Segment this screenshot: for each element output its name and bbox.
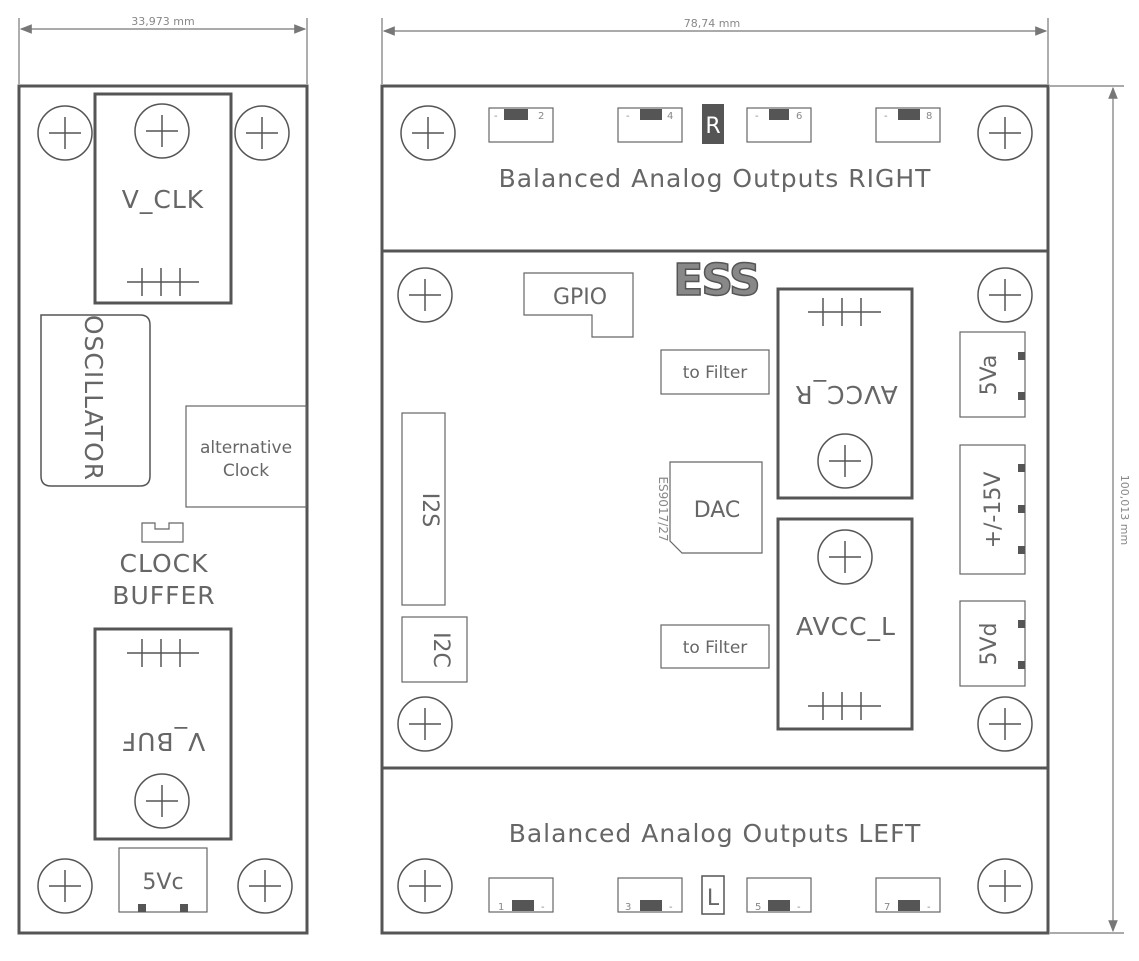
top-outputs-label: Balanced Analog Outputs RIGHT bbox=[499, 164, 932, 193]
output-connector-5: 5 - bbox=[746, 877, 812, 913]
v-buf-label: V_BUF bbox=[121, 727, 205, 756]
avcc-r-label: AVCC_R bbox=[794, 380, 897, 409]
output-connector-8: - 8 bbox=[875, 107, 941, 143]
v-clk-regulator: V_CLK bbox=[93, 92, 233, 305]
mount-hole bbox=[237, 858, 293, 914]
bottom-outputs-label: Balanced Analog Outputs LEFT bbox=[509, 819, 922, 848]
oscillator: OSCILLATOR bbox=[40, 314, 151, 487]
five-vd-connector: 5Vd bbox=[959, 600, 1026, 687]
mount-hole bbox=[400, 105, 456, 161]
dimension-right-width-label: 78,74 mm bbox=[684, 17, 740, 30]
svg-text:2: 2 bbox=[538, 111, 544, 122]
svg-text:-: - bbox=[927, 902, 931, 913]
avcc-r-regulator: AVCC_R bbox=[776, 287, 914, 500]
svg-text:-: - bbox=[797, 902, 801, 913]
alternative-clock-line1: alternative bbox=[200, 438, 292, 458]
svg-text:-: - bbox=[755, 111, 759, 122]
alternative-clock: alternative Clock bbox=[185, 405, 307, 508]
dac-part-label: ES9017/27 bbox=[656, 476, 670, 541]
to-filter-bottom: to Filter bbox=[660, 624, 770, 669]
svg-text:-: - bbox=[884, 111, 888, 122]
svg-text:-: - bbox=[494, 111, 498, 122]
output-connector-1: 1 - bbox=[488, 877, 554, 913]
i2c-label: I2C bbox=[428, 632, 453, 668]
svg-text:1: 1 bbox=[498, 902, 504, 913]
alternative-clock-line2: Clock bbox=[223, 461, 269, 481]
output-connector-6: - 6 bbox=[746, 107, 812, 143]
r-marker: R bbox=[702, 104, 724, 144]
clock-buffer-line1: CLOCK bbox=[119, 549, 208, 578]
mount-hole bbox=[977, 696, 1033, 752]
svg-text:4: 4 bbox=[667, 111, 673, 122]
svg-text:ESS: ESS bbox=[673, 255, 758, 306]
ess-logo: ESS bbox=[673, 254, 762, 307]
pm15v-label: +/-15V bbox=[981, 472, 1006, 549]
dac-chip: DAC ES9017/27 bbox=[656, 461, 763, 554]
to-filter-top: to Filter bbox=[660, 349, 770, 395]
clock-buffer: CLOCK BUFFER bbox=[112, 522, 215, 610]
l-marker: L bbox=[701, 875, 725, 915]
output-connector-4: - 4 bbox=[617, 107, 683, 143]
oscillator-label: OSCILLATOR bbox=[79, 315, 108, 481]
mount-hole bbox=[37, 105, 93, 161]
svg-text:R: R bbox=[705, 114, 720, 139]
v-buf-regulator: V_BUF bbox=[93, 627, 233, 841]
mount-hole bbox=[977, 267, 1033, 323]
svg-text:6: 6 bbox=[796, 111, 802, 122]
dac-label: DAC bbox=[694, 498, 741, 523]
mount-hole bbox=[397, 267, 453, 323]
svg-text:7: 7 bbox=[884, 902, 890, 913]
mount-hole bbox=[977, 105, 1033, 161]
avcc-l-regulator: AVCC_L bbox=[776, 517, 914, 731]
dimension-right-width: 78,74 mm bbox=[381, 17, 1049, 84]
mount-hole bbox=[397, 696, 453, 752]
mount-hole bbox=[397, 858, 453, 914]
svg-text:-: - bbox=[626, 111, 630, 122]
mount-hole bbox=[234, 105, 290, 161]
five-va-connector: 5Va bbox=[959, 331, 1026, 418]
output-connector-3: 3 - bbox=[617, 877, 683, 913]
output-connector-7: 7 - bbox=[875, 877, 941, 913]
five-vc-label: 5Vc bbox=[142, 870, 183, 895]
dimension-right-height: 100,013 mm bbox=[1050, 85, 1131, 934]
mount-hole bbox=[977, 858, 1033, 914]
avcc-l-label: AVCC_L bbox=[796, 612, 896, 641]
i2s-header: I2S bbox=[401, 412, 446, 606]
mount-hole bbox=[37, 858, 93, 914]
svg-text:-: - bbox=[669, 902, 673, 913]
right-board-outline bbox=[380, 84, 1050, 935]
svg-text:3: 3 bbox=[625, 902, 631, 913]
clock-buffer-line2: BUFFER bbox=[112, 581, 215, 610]
dimension-left-width: 33,973 mm bbox=[18, 15, 308, 84]
svg-text:8: 8 bbox=[926, 111, 932, 122]
svg-text:to Filter: to Filter bbox=[683, 363, 748, 383]
v-clk-label: V_CLK bbox=[122, 185, 204, 214]
five-va-label: 5Va bbox=[977, 355, 1002, 396]
svg-text:-: - bbox=[541, 902, 545, 913]
svg-text:to Filter: to Filter bbox=[683, 638, 748, 658]
pm15v-connector: +/-15V bbox=[959, 444, 1026, 575]
five-vd-label: 5Vd bbox=[977, 622, 1002, 665]
dimension-right-height-label: 100,013 mm bbox=[1118, 475, 1131, 545]
left-board-outline bbox=[17, 84, 309, 935]
dimension-left-width-label: 33,973 mm bbox=[131, 15, 194, 28]
i2c-header: I2C bbox=[401, 616, 468, 683]
gpio-header: GPIO bbox=[523, 272, 634, 338]
i2s-label: I2S bbox=[417, 493, 442, 527]
five-vc-connector: 5Vc bbox=[118, 847, 208, 913]
svg-text:L: L bbox=[707, 886, 720, 911]
gpio-label: GPIO bbox=[553, 285, 607, 310]
output-connector-2: - 2 bbox=[488, 107, 554, 143]
svg-text:5: 5 bbox=[755, 902, 761, 913]
